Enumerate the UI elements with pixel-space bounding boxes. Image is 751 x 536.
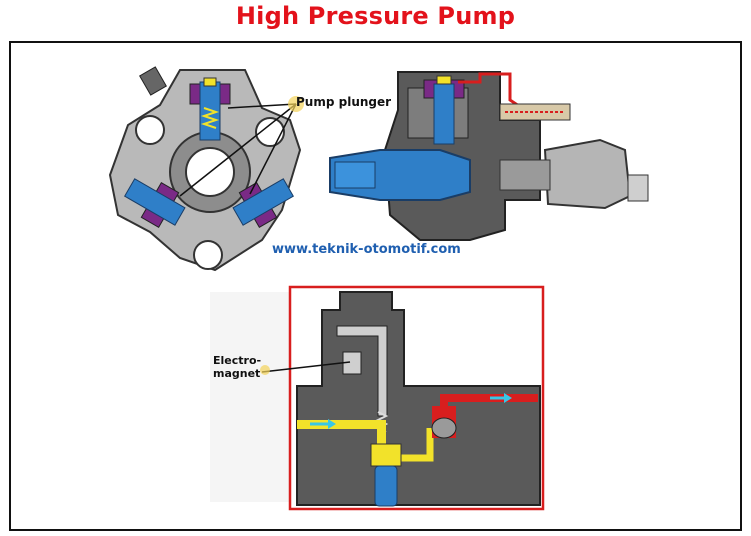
radial-pump-illustration <box>108 66 304 272</box>
page-title: High Pressure Pump <box>235 2 516 30</box>
valve-schematic <box>210 285 545 511</box>
electro-magnet-label-line1: Electro- <box>213 354 262 367</box>
website-watermark: www.teknik-otomotif.com <box>272 242 461 257</box>
diagram-frame <box>9 41 742 531</box>
cross-section-illustration <box>329 71 649 241</box>
electro-magnet-label: Electro- magnet <box>213 354 283 380</box>
electro-magnet-label-line2: magnet <box>213 367 261 380</box>
pump-plunger-label: Pump plunger <box>296 95 392 109</box>
